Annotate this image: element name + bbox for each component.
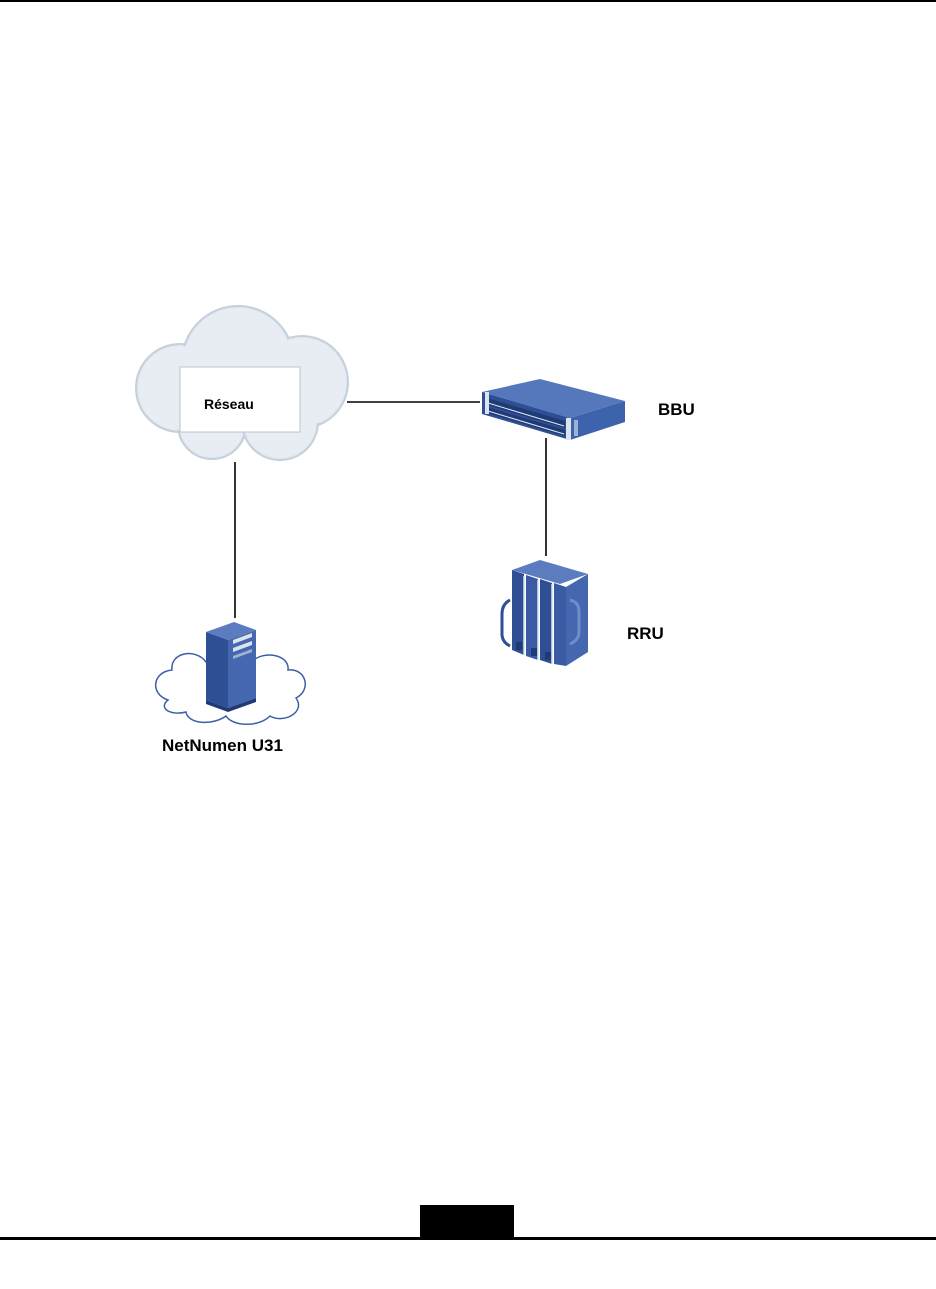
- footer-rule: [0, 1237, 936, 1240]
- rru-label: RRU: [627, 624, 664, 644]
- radio-unit-icon: [502, 560, 588, 666]
- rack-server-icon: [482, 379, 625, 440]
- network-label: Réseau: [204, 396, 254, 412]
- bbu-label: BBU: [658, 400, 695, 420]
- tower-server-icon: [206, 622, 256, 712]
- server-label: NetNumen U31: [162, 736, 283, 756]
- page-number-tab: [420, 1205, 514, 1238]
- cloud-icon: [136, 306, 348, 460]
